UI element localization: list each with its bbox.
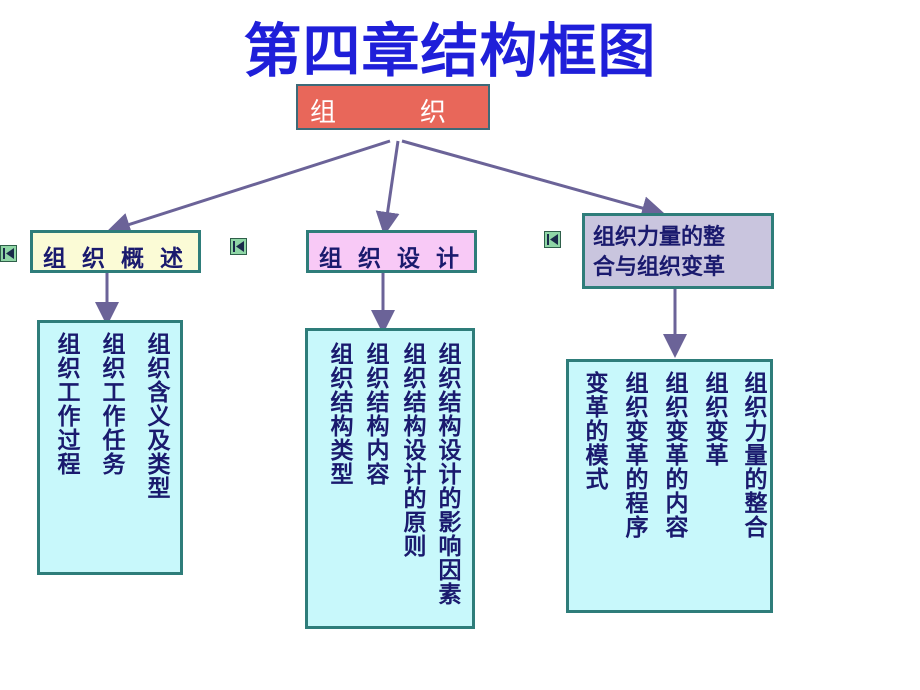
nav-back-icon[interactable] [544,231,561,248]
node-label-line-2: 合与组织变革 [593,255,726,280]
connector-root-overview [106,139,391,236]
list-item: 组织变革的程序 [621,371,647,539]
list-organization-design: 组织结构设计的影响因素 组织结构设计的原则 组织结构内容 组织结构类型 [305,328,475,629]
list-item: 组织含义及类型 [143,332,169,500]
list-item: 组织变革 [701,371,727,467]
list-item: 组织力量的整合 [740,371,766,539]
nav-back-icon[interactable] [230,238,247,255]
list-organization-overview: 组织含义及类型 组织工作任务 组织工作过程 [37,320,183,575]
nav-back-icon[interactable] [0,245,17,262]
page-title: 第四章结构框图 [243,17,657,85]
connector-root-design [375,140,400,236]
node-label-line-1: 组织力量的整 [593,225,726,250]
root-char-2: 织 [420,98,447,128]
list-item: 变革的模式 [581,371,607,491]
node-organization-design: 组 织 设 计 [306,230,477,273]
connector-root-integration [401,139,666,220]
list-item: 组织结构类型 [326,342,352,486]
list-item: 组织工作过程 [53,332,79,476]
node-organization-overview: 组 织 概 述 [30,230,201,273]
root-node-organization: 组 织 [296,84,490,130]
node-integration-and-change: 组织力量的整 合与组织变革 [582,213,774,289]
root-char-1: 组 [310,98,337,128]
list-item: 组织变革的内容 [661,371,687,539]
list-item: 组织结构设计的原则 [399,342,425,558]
list-item: 组织工作任务 [98,332,124,476]
list-item: 组织结构内容 [362,342,388,486]
list-item: 组织结构设计的影响因素 [434,342,460,606]
list-integration-and-change: 组织力量的整合 组织变革 组织变革的内容 组织变革的程序 变革的模式 [566,359,773,613]
